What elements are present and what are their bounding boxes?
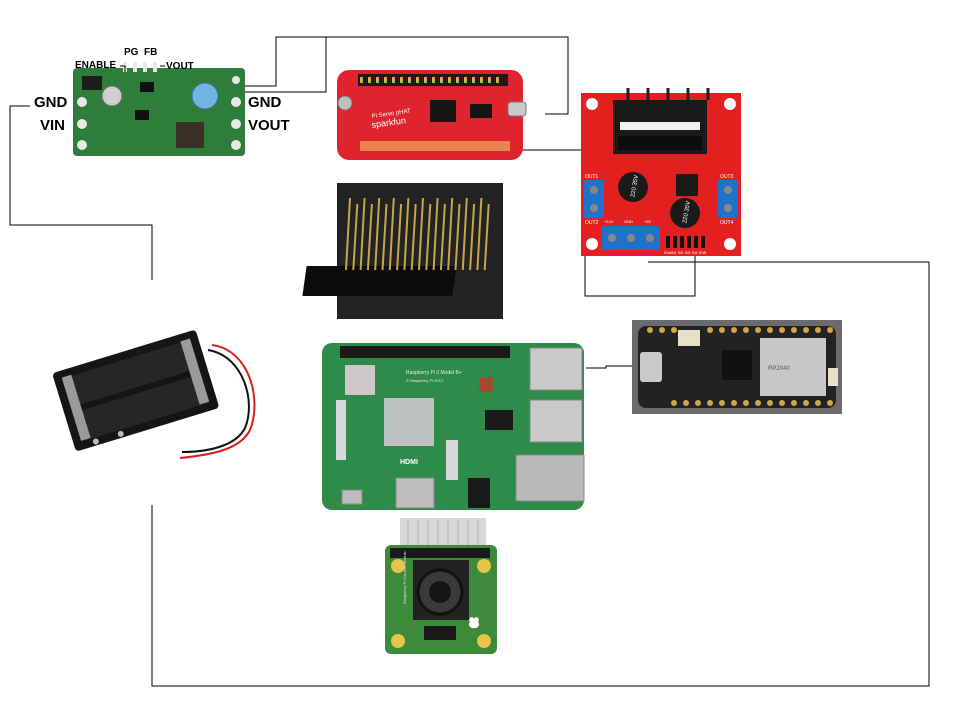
capacitor-icon xyxy=(191,82,219,110)
usb-c-port-icon xyxy=(507,101,527,117)
header-socket xyxy=(302,266,457,296)
capacitor-right-icon xyxy=(670,198,700,228)
ethernet-port xyxy=(515,454,585,502)
feather-module-text: RP2040 xyxy=(768,366,790,372)
regulator-label-gnd-right: GND xyxy=(248,94,282,111)
feather-usb-c-port xyxy=(640,352,662,382)
capacitor-left-icon xyxy=(618,172,648,202)
motor-label-12v: +12V xyxy=(604,219,614,224)
camera-ribbon xyxy=(400,518,486,550)
wire-pi-usb-to-feather xyxy=(583,365,635,369)
raspberry-logo-icon xyxy=(478,377,494,393)
wire-regulator-gnd-to-battery xyxy=(9,105,153,280)
micro-usb-port xyxy=(341,489,363,505)
usb-port-bottom xyxy=(529,399,583,443)
servo-hat-brand: sparkfun xyxy=(371,115,407,130)
regulator-label-vin: VIN xyxy=(40,117,65,134)
battery-red-wire xyxy=(179,344,256,459)
regulator-label-enable: ENABLE xyxy=(75,60,116,71)
wire-regulator-gnd-to-servo-hat xyxy=(238,37,327,93)
terminal-out3-out4 xyxy=(718,180,738,218)
motor-label-out1: OUT1 xyxy=(585,174,599,180)
camera-board-text: Raspberry Pi Camera Module xyxy=(402,551,407,604)
battery-black-wire xyxy=(181,349,250,453)
feather-board: RP2040 xyxy=(632,320,842,414)
regulator-label-pg: PG xyxy=(124,47,139,58)
voltage-regulator: ENABLE PG FB VOUT GND VIN GND VOUT xyxy=(34,47,290,156)
hdmi-port xyxy=(395,477,435,509)
motor-label-ena: ENA xyxy=(664,251,672,255)
regulator-label-vout-top: VOUT xyxy=(166,61,194,72)
motor-label-in4: IN4 xyxy=(692,251,698,255)
regulator-label-fb: FB xyxy=(144,47,157,58)
motor-label-5v: +5V xyxy=(644,219,652,224)
camera-raspberry-logo-icon xyxy=(468,617,480,629)
regulator-label-vout-right: VOUT xyxy=(248,117,290,134)
servo-hat-board-text: Pi Servo pHAT xyxy=(371,109,411,120)
pi-copyright-text: © Raspberry Pi 2017 xyxy=(406,378,444,383)
motor-label-in1: IN1 xyxy=(671,251,677,255)
battery-connector xyxy=(678,330,700,346)
raspberry-pi: Raspberry Pi 3 Model B+ © Raspberry Pi 2… xyxy=(319,339,586,517)
capacitor-left-text: 220 35V xyxy=(630,175,640,198)
soc-chip xyxy=(384,398,434,446)
gpio-header-photo xyxy=(302,183,503,319)
motor-driver: 220 35V 220 35V OUT1 OUT2 OUT3 OUT4 +12V… xyxy=(581,88,741,256)
capacitor-right-text: 220 35V xyxy=(682,201,692,224)
battery-holder xyxy=(53,330,256,459)
motor-label-out4: OUT4 xyxy=(720,220,734,226)
usb-port-top xyxy=(529,347,583,391)
motor-label-out3: OUT3 xyxy=(720,174,734,180)
motor-label-enb: ENB xyxy=(699,251,707,255)
servo-phat: sparkfun Pi Servo pHAT xyxy=(337,70,527,160)
wire-servo-hat-to-motor-driver xyxy=(480,149,696,297)
motor-label-gnd: GND xyxy=(624,219,633,224)
header-pins xyxy=(345,197,490,271)
wire-regulator-vout-to-servo-hat xyxy=(238,36,569,115)
pi-hdmi-text: HDMI xyxy=(400,459,418,466)
rf-module-shield xyxy=(760,338,826,396)
regulator-label-gnd-left: GND xyxy=(34,94,68,111)
wires xyxy=(9,36,930,687)
pi-board-text: Raspberry Pi 3 Model B+ xyxy=(406,370,462,376)
motor-label-in2: IN2 xyxy=(678,251,684,255)
motor-label-out2: OUT2 xyxy=(585,220,599,226)
motor-label-in3: IN3 xyxy=(685,251,691,255)
camera-module: Raspberry Pi Camera Module xyxy=(385,518,497,654)
terminal-out1-out2 xyxy=(584,180,604,218)
wire-battery-to-motor-driver-power xyxy=(151,261,930,687)
